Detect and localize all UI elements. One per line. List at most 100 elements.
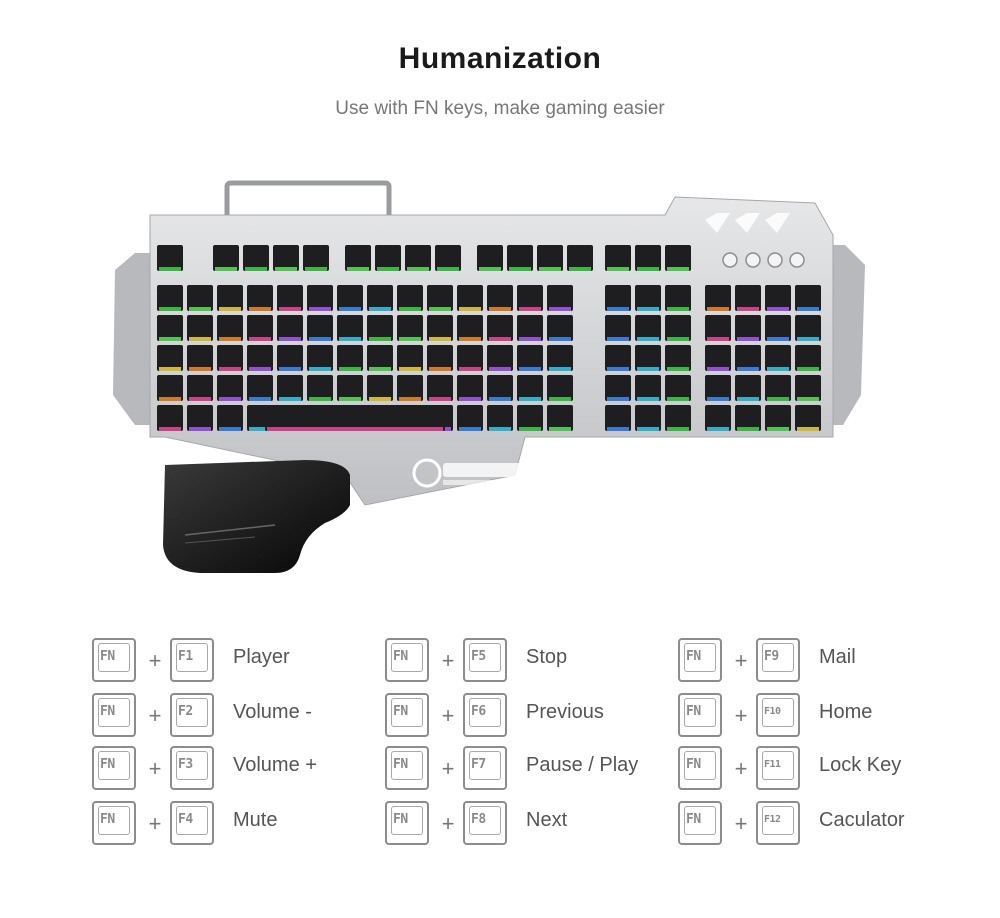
function-label: Mute [233,809,278,831]
keycap [457,285,483,311]
f2-key-icon: F2 [170,693,214,737]
keycap [605,315,631,341]
keycap [307,375,333,401]
keycap [247,315,273,341]
key-backlight [267,427,443,431]
f12-key-icon: F12 [756,801,800,845]
keycap [735,345,761,371]
keycap [795,375,821,401]
function-label: Home [819,701,873,723]
key-backlight [399,337,421,341]
keycap [217,345,243,371]
key-backlight [519,337,541,341]
shortcut-row-fn-f1: FN + F1 Player [92,638,382,686]
keycap [665,245,691,271]
keycap [735,315,761,341]
key-backlight [305,267,327,271]
key-backlight [797,427,819,431]
keycap [795,345,821,371]
page-title: Humanization [398,42,602,75]
key-backlight [489,307,511,311]
keycap [367,285,393,311]
key-backlight [767,397,789,401]
key-backlight [549,427,571,431]
key-backlight [189,367,211,371]
key-backlight [667,427,689,431]
key-backlight [369,337,391,341]
shortcut-row-fn-f10: FN + F10 Home [678,693,968,741]
plus-sign: + [734,648,748,673]
keycap [487,345,513,371]
key-backlight [279,337,301,341]
keycap [457,375,483,401]
fn-key-icon: FN [678,638,722,682]
key-backlight [249,367,271,371]
key-backlight [429,307,451,311]
key-backlight [309,337,331,341]
plus-sign: + [148,811,162,836]
plus-sign: + [441,648,455,673]
keycap [375,245,401,271]
keycap [705,315,731,341]
key-backlight [549,337,571,341]
keycap [157,315,183,341]
key-backlight [607,367,629,371]
keycap [765,375,791,401]
keycap [507,245,533,271]
keycap [217,315,243,341]
key-backlight [509,267,531,271]
keycap [457,345,483,371]
key-backlight [189,397,211,401]
key-backlight [767,337,789,341]
keycap [307,285,333,311]
keycap [217,375,243,401]
function-label: Player [233,646,290,668]
f4-key-icon: F4 [170,801,214,845]
keycap [457,315,483,341]
key-backlight [667,267,689,271]
key-backlight [159,307,181,311]
f6-key-icon: F6 [463,693,507,737]
keycap [765,285,791,311]
keycap [605,405,631,431]
shortcut-column-2: FN + F5 Stop FN + F6 Previous FN + F7 Pa… [385,638,675,853]
shortcut-row-fn-f3: FN + F3 Volume + [92,746,382,794]
keycap [397,375,423,401]
key-backlight [159,367,181,371]
key-backlight [249,337,271,341]
key-backlight [339,397,361,401]
keycap [427,285,453,311]
keycap [547,315,573,341]
keycap [405,245,431,271]
key-backlight [667,397,689,401]
shortcut-row-fn-f5: FN + F5 Stop [385,638,675,686]
keycap [735,405,761,431]
keycap [157,405,183,431]
key-backlight [519,427,541,431]
key-backlight [459,427,481,431]
keycap [705,285,731,311]
keycap [217,405,243,431]
key-backlight [369,367,391,371]
media-button [789,252,805,268]
function-label: Volume - [233,701,312,723]
key-backlight [737,307,759,311]
shortcut-column-3: FN + F9 Mail FN + F10 Home FN + F11 Lock… [678,638,968,853]
key-backlight [159,397,181,401]
keycap [635,345,661,371]
function-label: Next [526,809,568,831]
shortcut-column-1: FN + F1 Player FN + F2 Volume - FN + F3 … [92,638,382,853]
keycap [735,375,761,401]
keycap [337,375,363,401]
keycap [765,345,791,371]
plus-sign: + [441,756,455,781]
keycap [665,345,691,371]
shortcut-row-fn-f4: FN + F4 Mute [92,801,382,849]
keycap [665,375,691,401]
key-backlight [549,367,571,371]
key-backlight [159,337,181,341]
key-backlight [667,307,689,311]
keycap [265,405,445,431]
keycap [187,315,213,341]
keycap [367,315,393,341]
